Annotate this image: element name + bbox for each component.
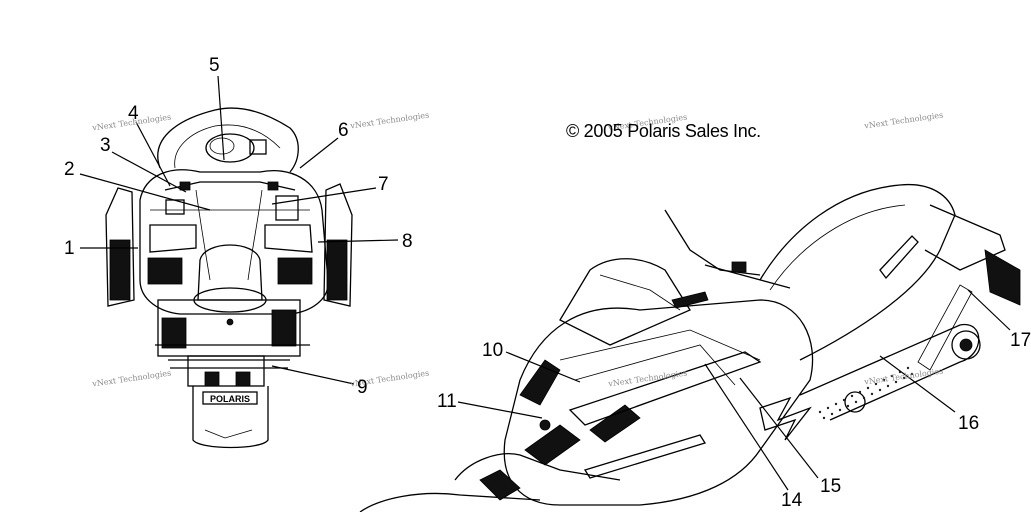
callout-4: 4: [128, 103, 139, 124]
front-view-drawing: POLARIS: [105, 107, 353, 449]
callout-11: 11: [437, 391, 457, 412]
callout-14: 14: [781, 490, 803, 511]
side-view-leaders: [457, 289, 1011, 491]
callout-6: 6: [338, 120, 349, 141]
copyright-notice: © 2005 Polaris Sales Inc.: [566, 121, 761, 141]
callout-16: 16: [958, 413, 980, 434]
svg-text:POLARIS: POLARIS: [210, 394, 250, 404]
front-view-leaders: [79, 75, 399, 385]
callout-9: 9: [357, 377, 368, 398]
callout-17: 17: [1010, 330, 1031, 351]
callout-3: 3: [100, 135, 111, 156]
callout-15: 15: [820, 476, 842, 497]
callout-1: 1: [64, 238, 75, 259]
callout-10: 10: [482, 340, 504, 361]
callout-7: 7: [378, 174, 389, 195]
callout-5: 5: [209, 55, 220, 76]
callout-2: 2: [64, 159, 75, 180]
side-view-drawing: [359, 183, 1021, 512]
callout-8: 8: [402, 231, 413, 252]
